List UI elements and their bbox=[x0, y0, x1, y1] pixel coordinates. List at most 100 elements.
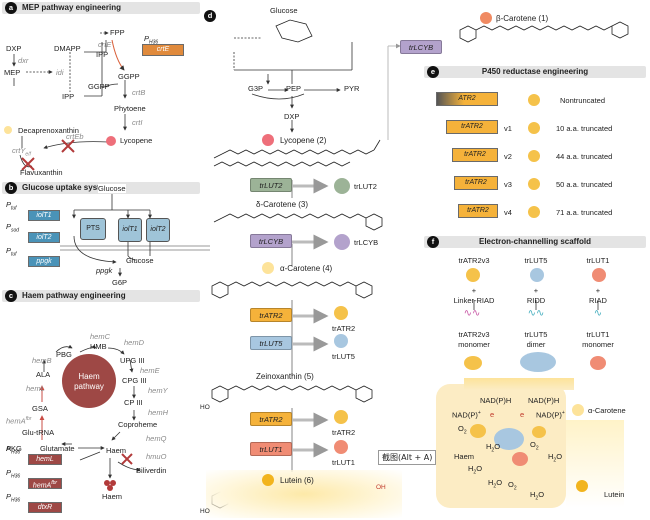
lycopene-dot bbox=[262, 134, 274, 146]
haem-label-c2: Haem bbox=[102, 492, 123, 501]
promoter-label: Psod bbox=[6, 222, 20, 234]
iolt2-transporter: iolT2 bbox=[146, 218, 170, 242]
atr2-protein-icon bbox=[528, 206, 540, 218]
atr2-variant-label: 10 a.a. truncated bbox=[556, 124, 613, 133]
alpha-carotene-label-f: α-Carotene bbox=[588, 406, 626, 415]
hemy-label: hemY bbox=[148, 386, 168, 395]
electron-label-1: e bbox=[490, 410, 495, 419]
crtyef-label: crtYe/f bbox=[12, 146, 31, 158]
panel-f-title: Electron-channelling scaffold bbox=[478, 237, 591, 246]
trlcyb-protein-icon bbox=[334, 234, 350, 250]
trlut1-label: trLUT1 bbox=[332, 458, 355, 467]
ala-label: ALA bbox=[36, 370, 51, 379]
col1-top-label: trATR2v3 bbox=[458, 256, 490, 265]
panel-d-letter: d bbox=[204, 10, 216, 22]
trlut2-protein-icon bbox=[334, 178, 350, 194]
heme-label: hemE bbox=[140, 366, 160, 375]
decaprenoxanthin-label: Decaprenoxanthin bbox=[18, 126, 79, 135]
iolt2-gene-box: iolT2 bbox=[28, 232, 60, 243]
tratr2-label-2: trATR2 bbox=[332, 428, 356, 437]
coproheme-label: Coproheme bbox=[118, 420, 158, 429]
atr2-protein-icon bbox=[528, 122, 540, 134]
col2-top-label: trLUT5 bbox=[524, 256, 548, 265]
panel-c-header: c Haem pathway engineering bbox=[2, 290, 200, 302]
zeinoxanthin-label: Zeinoxanthin (5) bbox=[256, 372, 314, 381]
panel-a-letter: a bbox=[5, 2, 17, 14]
col3-bot-label-1: trLUT1 bbox=[586, 330, 610, 339]
h2o-label-2: H2O bbox=[548, 452, 563, 464]
alpha-carotene-dot-f bbox=[572, 404, 584, 416]
screenshot-tool-tag[interactable]: 截图(Alt + A) bbox=[378, 450, 437, 465]
ppgk-gene-box: ppgk bbox=[28, 256, 60, 267]
atr2-variant-label: Nontruncated bbox=[560, 96, 606, 105]
trlut5-label: trLUT5 bbox=[332, 352, 355, 361]
col2-bot-label-2: dimer bbox=[526, 340, 546, 349]
alpha-carotene-dot bbox=[262, 262, 274, 274]
phytoene-label: Phytoene bbox=[114, 104, 146, 113]
dxp-label: DXP bbox=[6, 44, 22, 53]
hemc-label: hemC bbox=[90, 332, 111, 341]
panel-e-letter: e bbox=[427, 66, 439, 78]
panel-b-title: Glucose uptake system bbox=[22, 183, 112, 192]
atr2-version-label: v1 bbox=[504, 124, 512, 133]
complex-yellow-protein bbox=[470, 424, 486, 438]
promoter-label: Ptuf bbox=[6, 246, 17, 258]
complex-yellow-protein-2 bbox=[532, 426, 546, 438]
plus-label: + bbox=[533, 286, 539, 295]
akg-label: AKG bbox=[6, 444, 22, 453]
atr2-version-label: v2 bbox=[504, 152, 512, 161]
biliverdin-label: Biliverdin bbox=[136, 466, 167, 475]
tratr2-gene-box: trATR2 bbox=[250, 308, 292, 322]
panel-e-header: e P450 reductase engineering bbox=[424, 66, 646, 78]
panel-c-title: Haem pathway engineering bbox=[22, 291, 126, 300]
beta-carotene-dot bbox=[480, 12, 492, 24]
dtxr-gene-box: dtxR bbox=[28, 502, 62, 513]
ipp-label-2: IPP bbox=[96, 50, 109, 59]
cpg-label: CPG III bbox=[122, 376, 147, 385]
lutein-label: Lutein (6) bbox=[280, 476, 314, 485]
crte-gene-label: crtE bbox=[98, 40, 112, 49]
crteb-label: crtEb bbox=[66, 132, 84, 141]
panel-f-letter: f bbox=[427, 236, 439, 248]
col1-bot-label-2: monomer bbox=[458, 340, 490, 349]
col3-top-label: trLUT1 bbox=[586, 256, 610, 265]
mep-label: MEP bbox=[4, 68, 21, 77]
dxp-label-d: DXP bbox=[284, 112, 300, 121]
haem-label-f: Haem bbox=[454, 452, 475, 461]
lycopene-label: Lycopene (2) bbox=[280, 136, 327, 145]
atr2-protein-icon bbox=[528, 94, 540, 106]
promoter-label: PH36 bbox=[6, 492, 21, 504]
g3p-label: G3P bbox=[248, 84, 264, 93]
hmb-label: HMB bbox=[90, 342, 107, 351]
lycopene-label-a: Lycopene bbox=[120, 136, 153, 145]
trlut5-dimer-icon bbox=[520, 352, 556, 372]
alpha-carotene-structure bbox=[211, 281, 373, 299]
trlut1-protein-icon bbox=[334, 440, 348, 454]
trlut1-gene-box: trLUT1 bbox=[250, 442, 292, 456]
atr2-gene-box: ATR2 bbox=[436, 92, 498, 106]
zeinoxanthin-structure bbox=[211, 385, 373, 403]
decaprenoxanthin-dot bbox=[4, 126, 12, 134]
glucose-top-label: Glucose bbox=[98, 184, 126, 193]
hemq-label: hemQ bbox=[146, 434, 167, 443]
complex-red-protein bbox=[512, 452, 528, 466]
lutein-glow bbox=[206, 470, 402, 518]
atr2-gene-box: trATR2 bbox=[454, 176, 498, 190]
pts-transporter: PTS bbox=[80, 218, 106, 240]
hmuo-label: hmuO bbox=[146, 452, 167, 461]
o2-label-2: O2 bbox=[530, 440, 539, 452]
ridd-icon: ∿∿ bbox=[527, 308, 545, 319]
crti-label: crtI bbox=[132, 118, 143, 127]
delta-carotene-structure bbox=[213, 213, 383, 231]
atr2-version-label: v3 bbox=[504, 180, 512, 189]
tratr2-gene-box-2: trATR2 bbox=[250, 412, 292, 426]
col3-mid-label: RIAD bbox=[589, 296, 607, 305]
panel-a-title: MEP pathway engineering bbox=[22, 3, 121, 12]
ho-label-1: HO bbox=[200, 404, 210, 411]
trlut1-monomer-icon bbox=[590, 356, 606, 370]
ipp-label: IPP bbox=[62, 92, 75, 101]
promoter-h36-label: PH36 bbox=[144, 34, 159, 46]
nadph-label-2: NAD(P)H bbox=[528, 396, 560, 405]
atr2-variant-label: 71 a.a. truncated bbox=[556, 208, 613, 217]
dmapp-label: DMAPP bbox=[54, 44, 81, 53]
